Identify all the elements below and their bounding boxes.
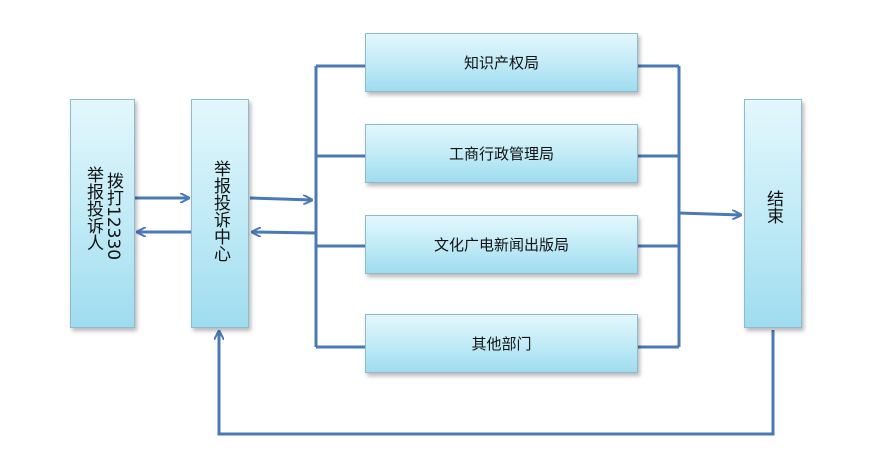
reporter-line-dial: 拨打12330 bbox=[103, 172, 123, 261]
end-label: 结束 bbox=[763, 190, 783, 224]
complaint-center-box: 举报投诉中心 bbox=[191, 99, 249, 328]
end-box: 结束 bbox=[744, 99, 802, 328]
arrow-departments-to-end bbox=[678, 213, 741, 215]
reporter-line-label: 举报投诉人 bbox=[83, 166, 103, 251]
department-box-other: 其他部门 bbox=[365, 314, 638, 373]
department-box-industry-commerce: 工商行政管理局 bbox=[365, 124, 638, 183]
department-label: 工商行政管理局 bbox=[448, 145, 554, 163]
complaint-center-label: 举报投诉中心 bbox=[210, 160, 230, 262]
department-box-culture-media: 文化广电新闻出版局 bbox=[365, 215, 638, 274]
department-box-ip-office: 知识产权局 bbox=[365, 33, 638, 92]
department-label: 其他部门 bbox=[471, 335, 532, 353]
arrow-departments-to-center bbox=[252, 232, 317, 233]
department-label: 文化广电新闻出版局 bbox=[433, 236, 569, 254]
department-label: 知识产权局 bbox=[463, 54, 539, 72]
arrow-center-to-departments bbox=[249, 198, 312, 200]
arrow-end-to-center-loop bbox=[219, 330, 775, 436]
reporter-box: 拨打12330 举报投诉人 bbox=[70, 99, 135, 328]
